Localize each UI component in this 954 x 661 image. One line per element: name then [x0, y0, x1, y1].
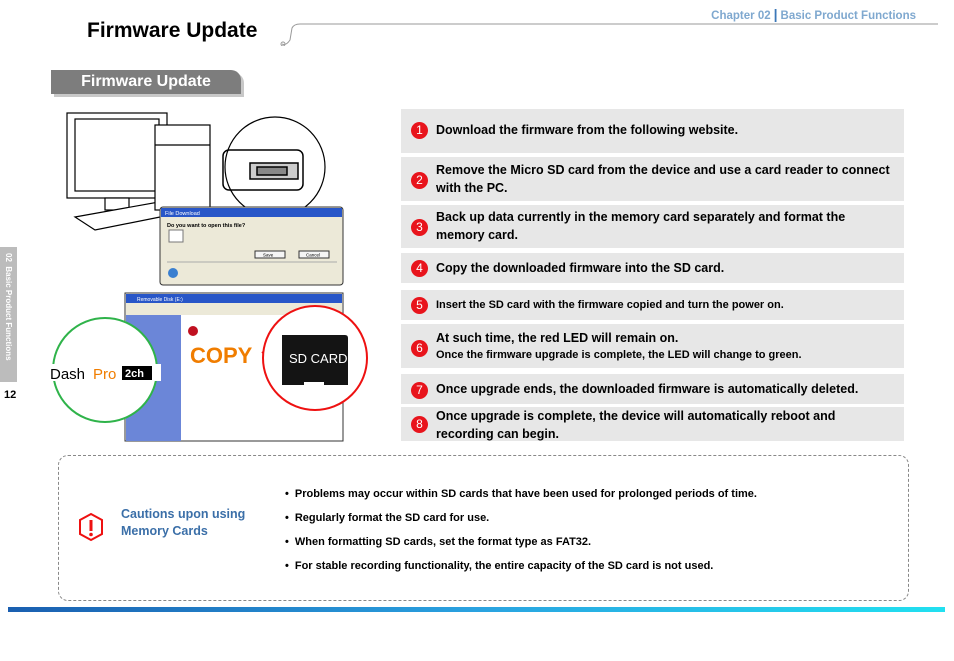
step-text: Once upgrade ends, the downloaded firmwa…: [436, 382, 859, 396]
step-text: Back up data currently in the memory car…: [436, 210, 846, 242]
step-text: Download the firmware from the following…: [436, 123, 739, 137]
firmware-illustration: File Download Do you want to open this f…: [49, 112, 368, 442]
step-text: Once upgrade is complete, the device wil…: [436, 409, 836, 441]
step-3: 3 Back up data currently in the memory c…: [401, 205, 904, 248]
section-title: Firmware Update: [51, 70, 241, 94]
chapter-label: Chapter 02: [711, 10, 771, 22]
copy-label: COPY: [190, 343, 253, 368]
step-number: 8: [411, 416, 428, 433]
separator: |: [773, 6, 778, 22]
chapter-section: Basic Product Functions: [780, 10, 916, 22]
side-tab-text: 02 Basic Product Functions: [4, 253, 13, 361]
dialog-question: Do you want to open this file?: [167, 223, 246, 229]
page-title: Firmware Update: [87, 19, 258, 42]
title-underline: [280, 23, 938, 46]
step-subtext: Once the firmware upgrade is complete, t…: [436, 349, 802, 361]
warning-icon: [79, 512, 103, 542]
step-number: 6: [411, 340, 428, 357]
step-number: 2: [411, 172, 428, 189]
caution-item: For stable recording functionality, the …: [285, 558, 757, 582]
step-4: 4 Copy the downloaded firmware into the …: [401, 253, 904, 283]
logo-2ch: 2ch: [125, 368, 144, 380]
logo-pro: Pro: [93, 366, 116, 383]
step-2: 2 Remove the Micro SD card from the devi…: [401, 157, 904, 201]
step-6: 6 At such time, the red LED will remain …: [401, 324, 904, 368]
side-chapter-tab: 02 Basic Product Functions: [0, 247, 17, 382]
step-5: 5 Insert the SD card with the firmware c…: [401, 290, 904, 320]
card-reader-icon: [222, 149, 304, 191]
chapter-header: Chapter 02|Basic Product Functions: [711, 6, 916, 22]
step-text: At such time, the red LED will remain on…: [436, 331, 679, 345]
page-number: 12: [4, 389, 17, 401]
caution-item: When formatting SD cards, set the format…: [285, 534, 757, 558]
sd-card-icon: [282, 335, 348, 385]
footer-bar: [8, 607, 945, 612]
dialog-title: File Download: [165, 211, 200, 217]
step-number: 5: [411, 297, 428, 314]
step-text: Copy the downloaded firmware into the SD…: [436, 261, 725, 275]
caution-list: Problems may occur within SD cards that …: [285, 486, 757, 582]
caution-title: Cautions upon using Memory Cards: [121, 507, 246, 538]
sd-card-label: SD CARD: [289, 351, 348, 366]
caution-item: Regularly format the SD card for use.: [285, 510, 757, 534]
step-7: 7 Once upgrade ends, the downloaded firm…: [401, 374, 904, 404]
step-8: 8 Once upgrade is complete, the device w…: [401, 407, 904, 441]
step-1: 1 Download the firmware from the followi…: [401, 109, 904, 153]
step-text: Remove the Micro SD card from the device…: [436, 163, 890, 195]
dialog-cancel-button: Cancel: [306, 253, 320, 258]
file-download-dialog: File Download Do you want to open this f…: [159, 206, 344, 286]
explorer-title: Removable Disk (E:): [137, 297, 183, 303]
caution-item: Problems may occur within SD cards that …: [285, 486, 757, 510]
step-text: Insert the SD card with the firmware cop…: [436, 299, 784, 311]
step-number: 1: [411, 122, 428, 139]
step-number: 4: [411, 260, 428, 277]
logo-dash: Dash: [50, 366, 85, 383]
step-number: 7: [411, 382, 428, 399]
step-number: 3: [411, 219, 428, 236]
caution-box: [58, 455, 909, 601]
dialog-save-button: Save: [263, 253, 274, 258]
